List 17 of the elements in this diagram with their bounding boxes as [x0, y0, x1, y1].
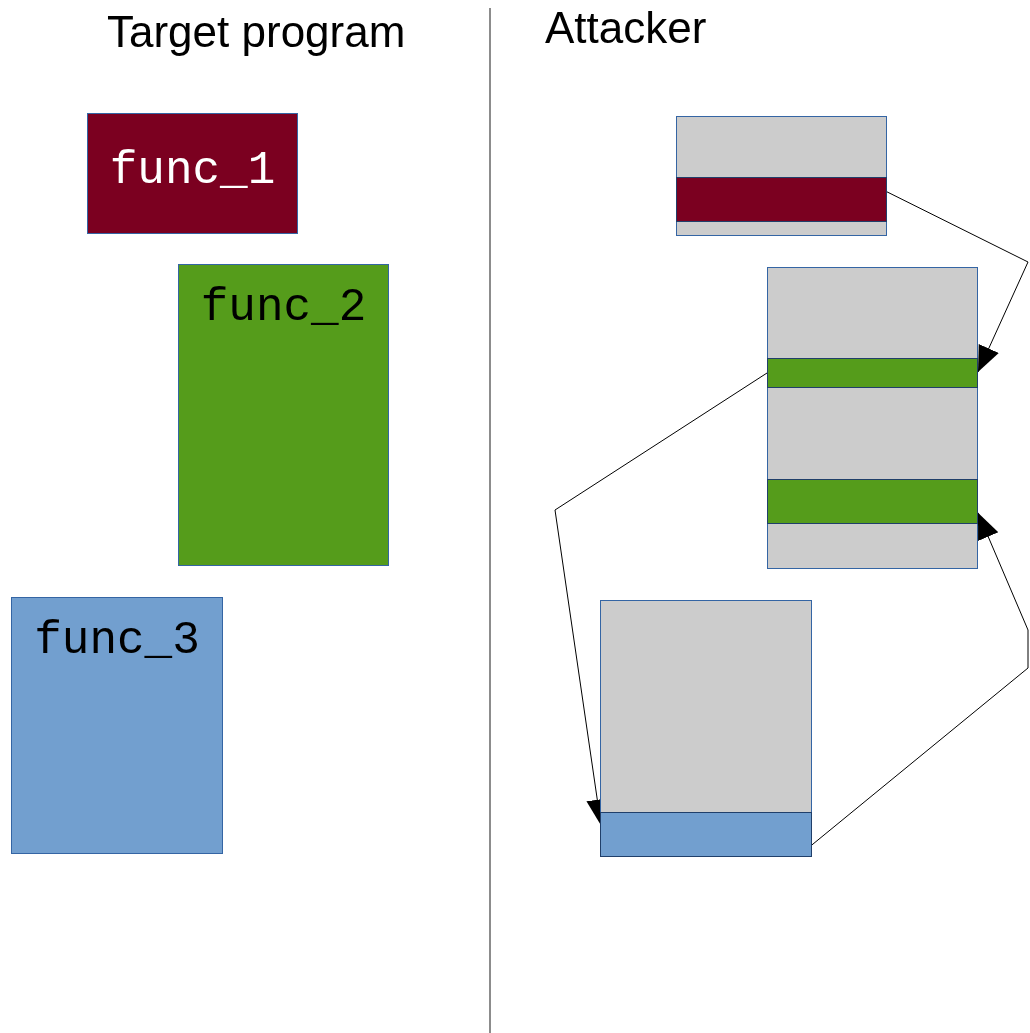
section-heading: Target program — [107, 10, 406, 54]
function-name: func_1 — [108, 148, 277, 194]
section-heading: Attacker — [545, 6, 707, 50]
memory-block — [600, 600, 812, 857]
function-box — [87, 113, 298, 234]
memory-segment — [767, 358, 978, 388]
function-box — [11, 597, 223, 854]
memory-block — [767, 267, 978, 569]
function-name: func_2 — [199, 285, 368, 331]
function-box — [178, 264, 389, 566]
arrow — [886, 191, 1029, 373]
memory-block — [676, 116, 887, 236]
memory-segment — [676, 177, 887, 222]
arrow — [811, 512, 1029, 846]
memory-segment — [600, 812, 812, 857]
function-name: func_3 — [33, 618, 201, 664]
memory-segment — [767, 479, 978, 524]
